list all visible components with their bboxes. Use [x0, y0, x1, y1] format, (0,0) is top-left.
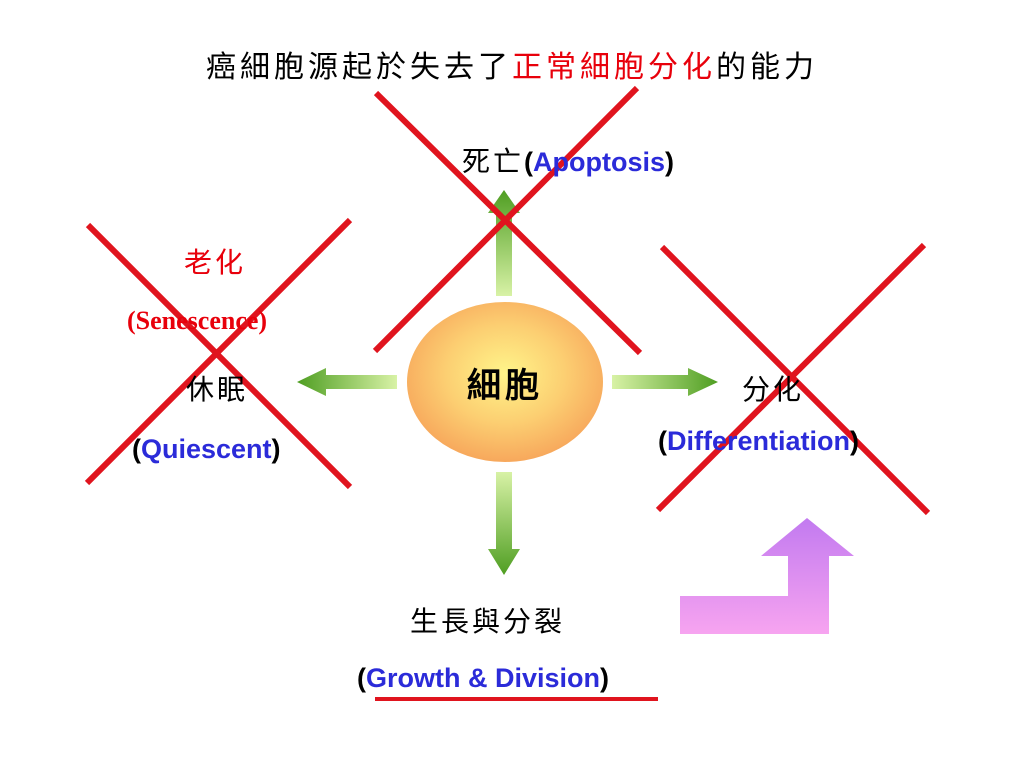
- quiescent-zh: 休眠: [186, 373, 249, 406]
- apoptosis-en: Apoptosis: [533, 147, 666, 177]
- quiescent-close-paren: ): [271, 434, 281, 464]
- apoptosis-open-paren: (: [524, 147, 534, 177]
- cell-label: 細胞: [467, 365, 543, 406]
- differentiation-zh: 分化: [742, 373, 805, 406]
- growth-en: Growth & Division: [366, 663, 601, 693]
- differentiation-close-paren: ): [850, 426, 860, 456]
- cell-ellipse: [407, 302, 603, 462]
- differentiation-en: Differentiation: [667, 426, 851, 456]
- growth-label: (Growth & Division): [357, 663, 609, 694]
- title-part2: 的能力: [716, 50, 818, 85]
- apoptosis-en-wrap: (Apoptosis): [524, 147, 674, 177]
- quiescent-label: (Quiescent): [132, 434, 281, 465]
- page-title: 癌細胞源起於失去了正常細胞分化的能力: [0, 42, 1024, 86]
- title-highlight: 正常細胞分化: [512, 50, 716, 85]
- differentiation-open-paren: (: [658, 426, 667, 456]
- arrow-down: [488, 472, 520, 575]
- apoptosis-close-paren: ): [665, 147, 675, 177]
- senescence-en: (Senescence): [127, 306, 268, 335]
- title-part1: 癌細胞源起於失去了: [206, 50, 512, 85]
- differentiation-label: (Differentiation): [658, 426, 859, 457]
- bent-arrow: [680, 518, 854, 634]
- growth-open-paren: (: [357, 663, 366, 693]
- quiescent-en: Quiescent: [141, 434, 272, 464]
- apoptosis-zh: 死亡: [462, 145, 525, 178]
- arrow-left: [297, 368, 397, 396]
- growth-zh: 生長與分裂: [410, 605, 566, 638]
- cross-senescence: [84, 217, 353, 490]
- arrow-right: [612, 368, 718, 396]
- cross-apoptosis: [372, 85, 643, 356]
- senescence-zh: 老化: [184, 246, 247, 279]
- apoptosis-label: 死亡(Apoptosis): [462, 140, 674, 180]
- quiescent-open-paren: (: [132, 434, 141, 464]
- growth-close-paren: ): [600, 663, 610, 693]
- cross-differentiation: [655, 242, 931, 516]
